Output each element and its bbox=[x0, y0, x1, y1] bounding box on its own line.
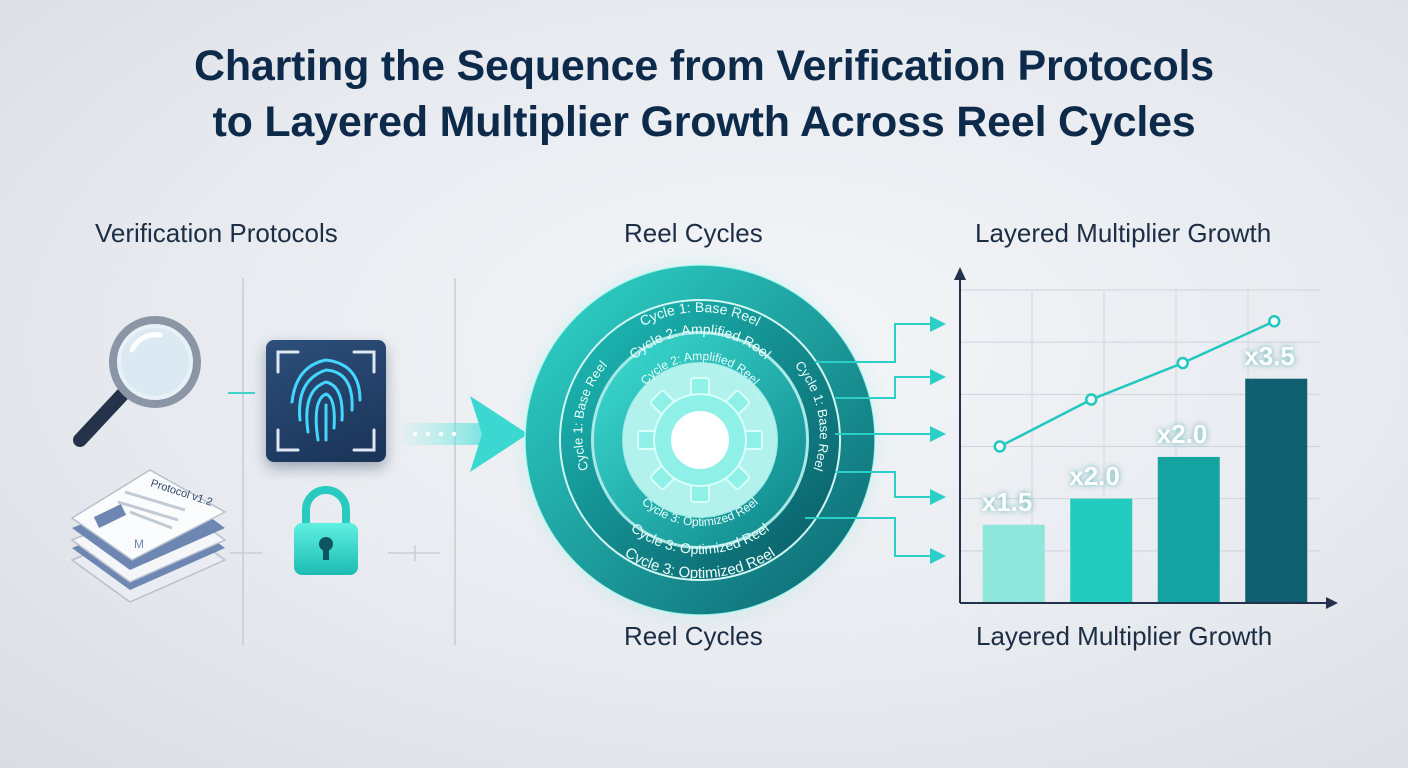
bar-data-label-2: x2.0 bbox=[1069, 460, 1120, 491]
x-axis-arrow bbox=[1326, 597, 1338, 609]
trend-line bbox=[999, 320, 1275, 448]
chart-trend-line bbox=[993, 315, 1281, 453]
bar-data-label-1: x1.5 bbox=[981, 486, 1033, 517]
bar-3 bbox=[1157, 456, 1220, 603]
magnifier-icon bbox=[73, 316, 201, 447]
bar-data-label-4: x3.5 bbox=[1244, 340, 1295, 371]
bar-data-label-3: x2.0 bbox=[1156, 418, 1208, 449]
title-line-1: Charting the Sequence from Verification … bbox=[194, 42, 1214, 90]
trend-point-1 bbox=[993, 440, 1006, 453]
fingerprint-icon bbox=[276, 350, 376, 452]
multiplier-chart bbox=[954, 267, 1338, 609]
layered-growth-label-bottom: Layered Multiplier Growth bbox=[976, 621, 1273, 651]
trend-point-2 bbox=[1085, 393, 1098, 406]
bar-4 bbox=[1245, 378, 1308, 603]
ring-to-chart-connectors bbox=[805, 316, 946, 564]
page-title: Charting the Sequence from Verification … bbox=[0, 38, 1408, 150]
chart-bars bbox=[982, 378, 1308, 603]
y-axis-arrow bbox=[954, 267, 966, 280]
bar-1 bbox=[982, 524, 1045, 603]
trend-point-4 bbox=[1268, 315, 1281, 328]
document-mark: M bbox=[134, 537, 144, 551]
document-stack-icon bbox=[70, 469, 227, 603]
padlock-icon bbox=[294, 486, 358, 575]
gear-icon bbox=[637, 377, 763, 503]
trend-point-3 bbox=[1176, 356, 1189, 370]
flow-arrow bbox=[402, 396, 528, 472]
title-line-2: to Layered Multiplier Growth Across Reel… bbox=[212, 98, 1196, 146]
reel-cycles-label-top: Reel Cycles bbox=[624, 218, 763, 248]
bar-2 bbox=[1070, 498, 1133, 603]
layered-growth-label-top: Layered Multiplier Growth bbox=[975, 218, 1272, 248]
verification-protocols-label: Verification Protocols bbox=[95, 218, 338, 248]
